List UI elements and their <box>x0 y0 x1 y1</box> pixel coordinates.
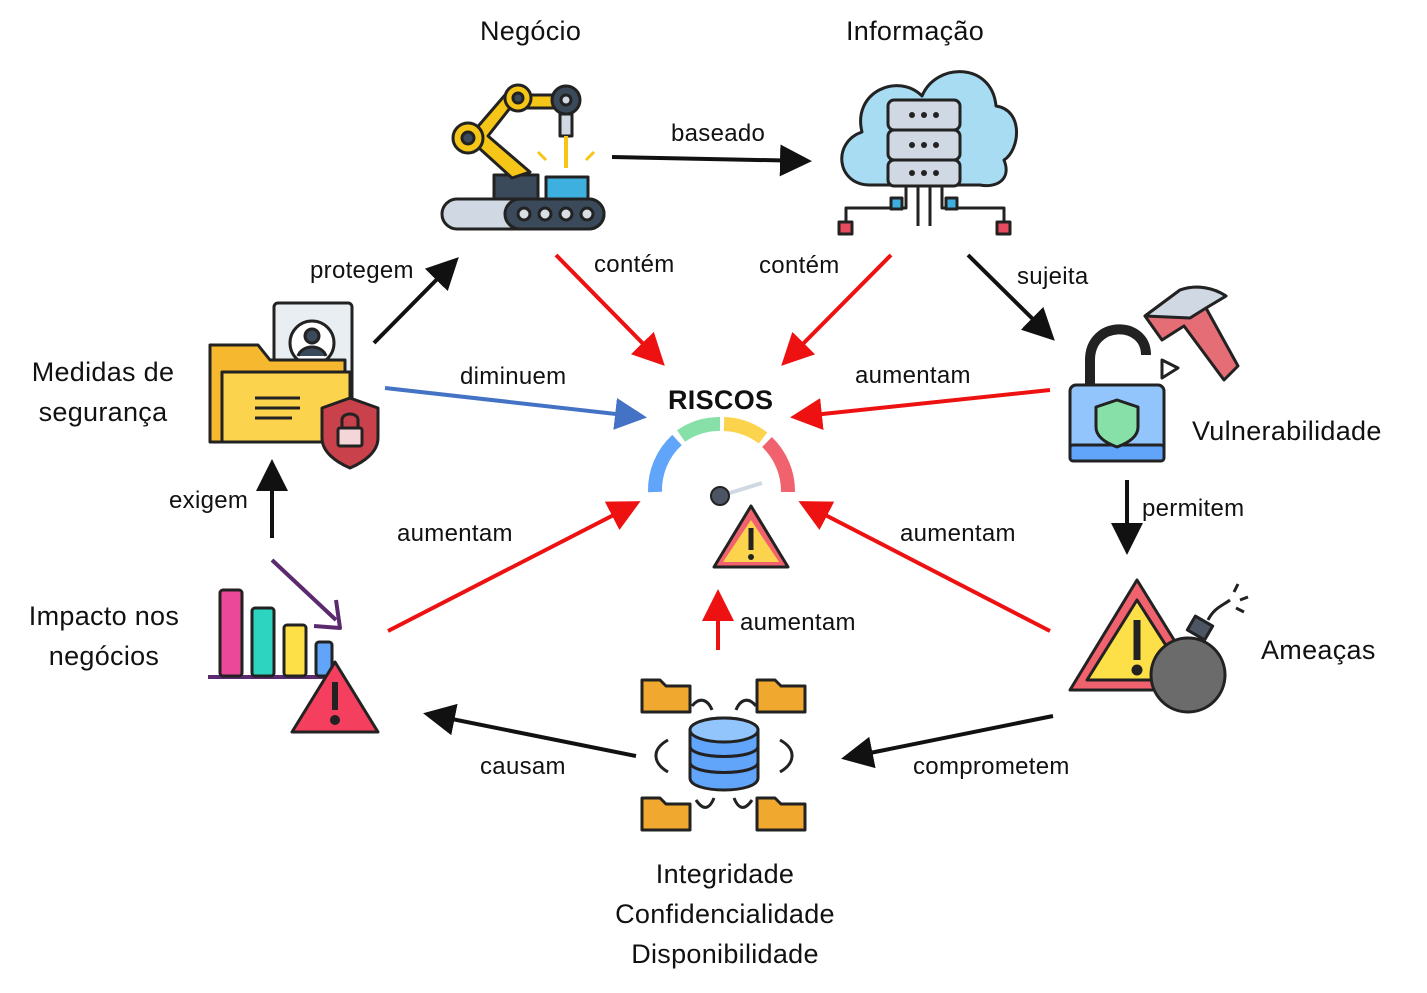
edge-label-causam: causam <box>480 753 566 780</box>
robot-arm-icon <box>440 83 606 231</box>
cloud-database-icon <box>837 70 1018 236</box>
secure-folder-icon <box>208 301 380 470</box>
node-informacao: Informação <box>846 16 985 46</box>
edge-label-aumentam-impacto: aumentam <box>397 520 513 547</box>
warning-bomb-icon <box>1068 578 1249 714</box>
edge-label-permitem: permitem <box>1142 495 1245 522</box>
arrow-comprometem <box>841 714 1054 769</box>
node-cid: Integridade Confidencialidade Disponibil… <box>570 854 880 974</box>
node-medidas-line-1: Medidas de <box>31 357 175 387</box>
edge-label-contem-informacao: contém <box>759 252 840 279</box>
node-medidas: Medidas de segurança <box>8 352 198 432</box>
edge-label-sujeita: sujeita <box>1017 263 1089 290</box>
arrow-causam <box>423 703 637 758</box>
node-cid-disponibilidade: Disponibilidade <box>631 939 819 969</box>
risk-gauge-icon <box>647 416 796 569</box>
node-cid-confidencialidade: Confidencialidade <box>615 899 835 929</box>
arrow-aumentam-ameacas <box>798 501 1051 633</box>
node-ameacas: Ameaças <box>1261 635 1376 665</box>
falling-chart-warning-icon <box>208 558 380 734</box>
edge-label-diminuem: diminuem <box>460 363 567 390</box>
arrow-diminuem <box>384 386 647 430</box>
edge-label-baseado: baseado <box>671 120 766 147</box>
arrow-aumentam-vulnerabilidade <box>790 388 1051 430</box>
arrow-contem-negocio <box>554 253 665 366</box>
arrow-aumentam-impacto <box>387 501 641 633</box>
edge-label-protegem: protegem <box>310 257 414 284</box>
database-folders-icon <box>640 678 807 832</box>
edge-label-contem-negocio: contém <box>594 251 675 278</box>
arrow-contem-informacao <box>781 253 893 366</box>
risks-title: RISCOS <box>668 385 774 415</box>
node-medidas-line-2: segurança <box>38 397 168 427</box>
arrow-protegem <box>372 257 459 345</box>
arrow-baseado <box>611 144 812 177</box>
edge-label-comprometem: comprometem <box>913 753 1070 780</box>
node-vulnerabilidade: Vulnerabilidade <box>1192 416 1382 446</box>
arrow-sujeita <box>966 253 1055 341</box>
broken-padlock-icon <box>1068 285 1240 463</box>
edge-label-aumentam-cid: aumentam <box>740 609 856 636</box>
node-impacto: Impacto nos negócios <box>8 596 200 676</box>
edge-label-aumentam-vulnerabilidade: aumentam <box>855 362 971 389</box>
edge-label-exigem: exigem <box>169 487 249 514</box>
arrows <box>256 144 1143 769</box>
node-cid-integridade: Integridade <box>655 859 795 889</box>
node-impacto-line-1: Impacto nos <box>28 601 180 631</box>
node-impacto-line-2: negócios <box>48 641 160 671</box>
edge-label-aumentam-ameacas: aumentam <box>900 520 1016 547</box>
node-negocio: Negócio <box>480 16 582 46</box>
